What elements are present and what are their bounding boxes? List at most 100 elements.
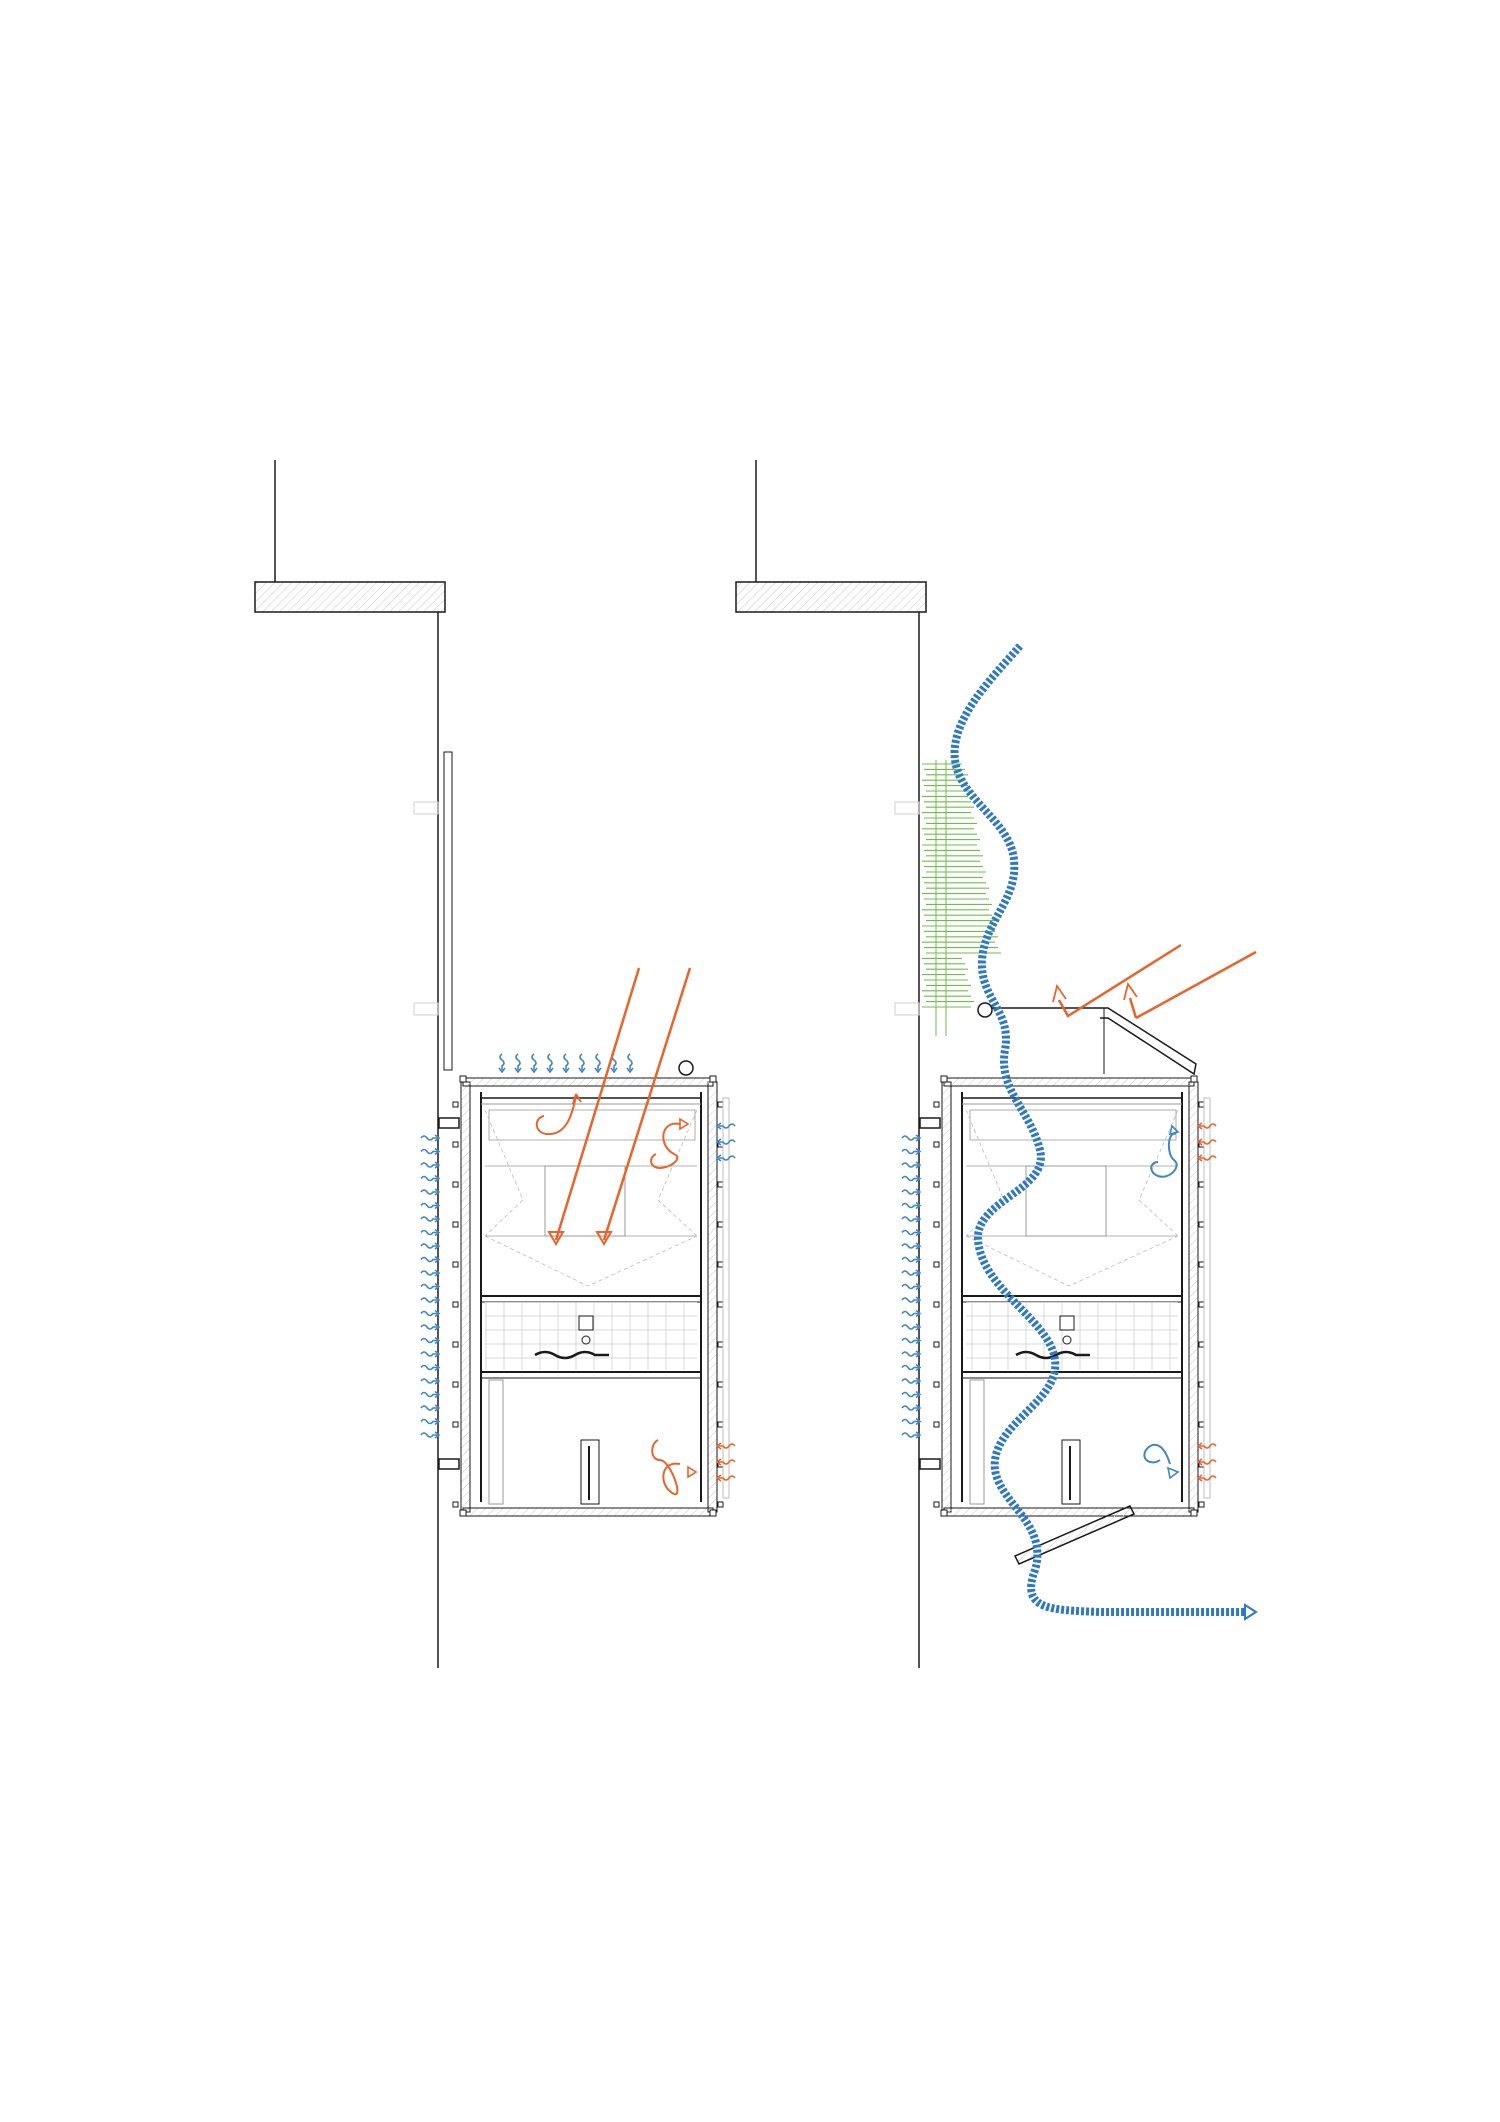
wall-anchor (919, 1458, 941, 1470)
cool-wavy-arrow (434, 1215, 441, 1223)
hose-fixture (1015, 1350, 1090, 1360)
box-unit (420, 967, 736, 1517)
canopy (988, 1007, 1197, 1076)
cool-wavy-arrow (420, 1310, 437, 1317)
cool-wavy-arrow (901, 1310, 918, 1317)
dashed-slope (484, 1109, 524, 1237)
cladding-clip (452, 1181, 459, 1188)
cladding-clip (452, 1341, 459, 1348)
cool-wavy-arrow (420, 1202, 437, 1209)
heat-wavy-arrow (719, 1459, 736, 1465)
roof-cool-arrow (578, 1067, 586, 1074)
cool-wavy-arrow (434, 1404, 441, 1412)
reflected-ray (1128, 997, 1138, 1019)
cool-wavy-arrow (719, 1139, 736, 1145)
cladding-clip (1198, 1501, 1205, 1508)
upper-slab (735, 581, 927, 613)
fixture (578, 1315, 594, 1331)
cool-wavy-arrow (915, 1377, 922, 1385)
corner-node (940, 1075, 948, 1083)
cool-wavy-arrow (434, 1269, 441, 1277)
reflected-ray (1135, 950, 1257, 1020)
roof-cool-arrow (595, 1053, 601, 1070)
ramp (1013, 1505, 1136, 1565)
cool-wavy-arrow (434, 1336, 441, 1345)
cool-wavy-arrow (915, 1431, 922, 1439)
corner-node (1190, 1509, 1198, 1517)
cool-wavy-arrow (901, 1189, 918, 1195)
heat-wavy-arrow (715, 1458, 722, 1466)
cool-wavy-arrow (901, 1283, 918, 1290)
cool-wavy-arrow (901, 1405, 918, 1411)
cool-wavy-arrow (434, 1161, 441, 1169)
cool-wavy-arrow (420, 1148, 437, 1155)
cool-wavy-arrow (915, 1350, 922, 1358)
cool-wavy-arrow (901, 1216, 918, 1222)
heat-wavy-arrow (719, 1475, 736, 1481)
heat-loop (651, 1439, 681, 1496)
cladding-clip (933, 1421, 940, 1428)
cool-wavy-arrow (915, 1215, 922, 1223)
cool-wavy-arrow (915, 1282, 922, 1291)
solar-ray-head (595, 1231, 613, 1246)
roof-cool-arrow (530, 1067, 538, 1074)
cool-wavy-arrow (434, 1323, 441, 1331)
cladding-clip (452, 1261, 459, 1268)
cool-wavy-arrow (719, 1155, 736, 1161)
cladding-clip (933, 1181, 940, 1188)
heat-wavy-arrow (1196, 1442, 1203, 1450)
cool-wavy-arrow (915, 1417, 922, 1426)
cool-wavy-arrow (901, 1175, 918, 1182)
cool-loop (1166, 1466, 1180, 1480)
cladding-clip (452, 1101, 459, 1108)
cool-wavy-arrow (420, 1175, 437, 1182)
cool-wavy-arrow (915, 1309, 922, 1318)
cladding-clip (452, 1301, 459, 1308)
fixture (581, 1335, 591, 1345)
roof-cool-arrow (610, 1067, 618, 1074)
cool-wavy-arrow (915, 1296, 922, 1304)
cool-wavy-arrow (434, 1417, 441, 1426)
heat-wavy-arrow (1200, 1443, 1217, 1449)
cool-wavy-arrow (915, 1269, 922, 1277)
heat-wavy-arrow (1200, 1459, 1217, 1465)
roof-cool-arrow (563, 1053, 569, 1070)
cladding-clip (933, 1381, 940, 1388)
roof-cool-arrow (498, 1067, 506, 1074)
roof-cool-arrow (547, 1053, 553, 1070)
cool-wavy-arrow (420, 1189, 437, 1195)
cool-wavy-arrow (434, 1147, 441, 1156)
heat-wavy-arrow (1196, 1474, 1203, 1482)
cladding-clip (933, 1301, 940, 1308)
cladding-clip (1198, 1261, 1205, 1268)
roof-cool-arrow (562, 1067, 570, 1074)
heat-loop (687, 1465, 698, 1479)
cool-wavy-arrow (434, 1255, 441, 1264)
cool-wavy-arrow (420, 1324, 437, 1330)
cladding-clip (717, 1421, 724, 1428)
cladding-clip (1198, 1381, 1205, 1388)
window-bracket (894, 801, 920, 815)
cladding-clip (1198, 1221, 1205, 1228)
cladding-clip (452, 1501, 459, 1508)
cool-wavy-arrow (420, 1391, 437, 1398)
heat-wavy-arrow (1200, 1139, 1217, 1145)
roof-panel (462, 1077, 714, 1087)
cool-wavy-arrow (434, 1201, 441, 1210)
cool-wavy-arrow (420, 1283, 437, 1290)
cladding-clip (452, 1421, 459, 1428)
roof-cool-arrow (626, 1067, 634, 1074)
cladding-clip (717, 1381, 724, 1388)
upper-slab (254, 581, 446, 613)
cool-wavy-arrow (915, 1363, 922, 1372)
dashed-slope (657, 1109, 698, 1237)
cool-wavy-arrow (420, 1216, 437, 1222)
roof-cool-arrow (627, 1053, 633, 1070)
cladding-clip (933, 1501, 940, 1508)
cool-wavy-arrow (715, 1154, 722, 1162)
cool-wavy-arrow (420, 1270, 437, 1276)
cool-loop (1150, 1132, 1178, 1178)
roof-cool-arrow (579, 1053, 585, 1070)
cool-wavy-arrow (420, 1418, 437, 1425)
